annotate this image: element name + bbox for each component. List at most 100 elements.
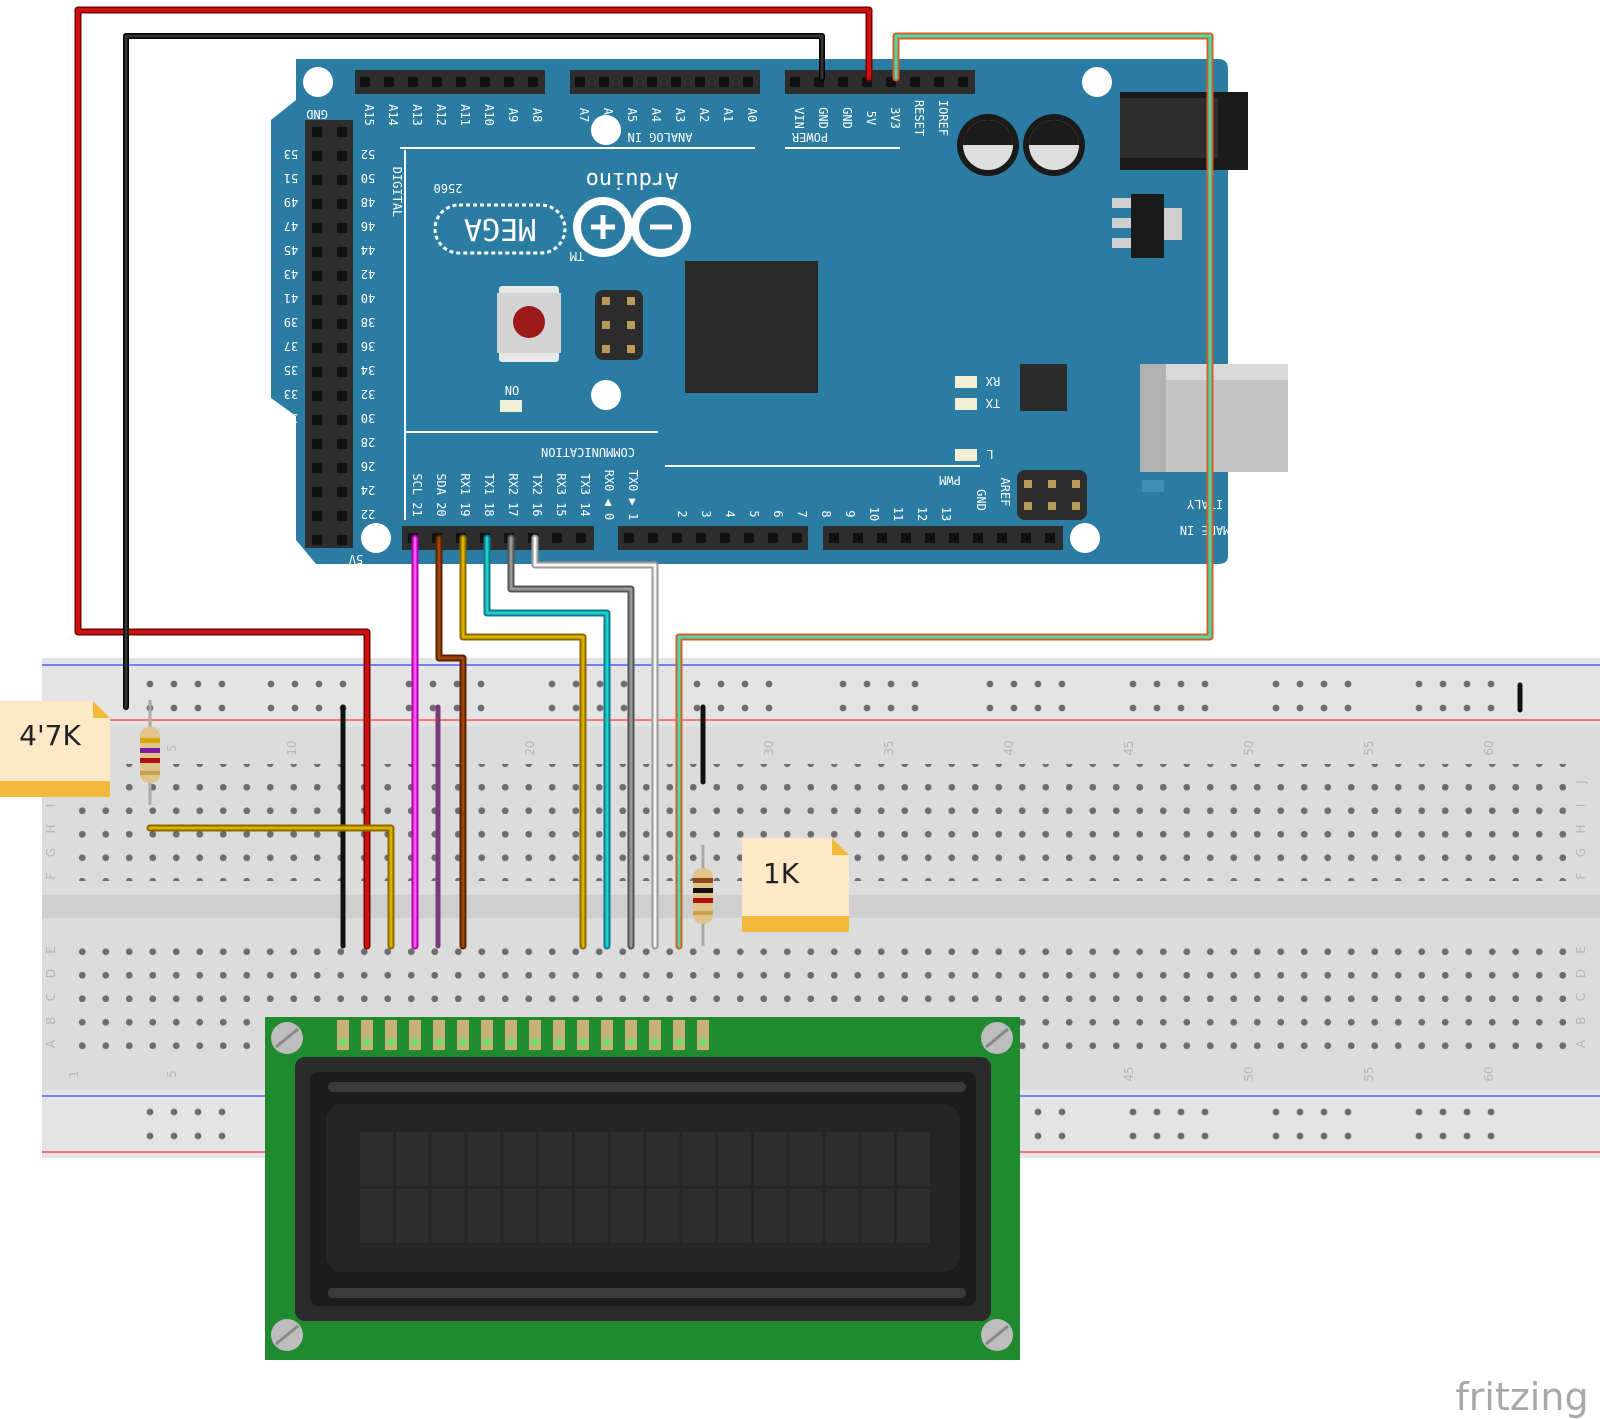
rail-hole xyxy=(717,680,725,688)
header-pin xyxy=(312,199,322,209)
note-4k7: 4'7K xyxy=(0,701,110,797)
pin-label: TX2 16 xyxy=(530,473,544,516)
rail-hole xyxy=(146,680,154,688)
mega-logo-text: MEGA xyxy=(464,211,536,246)
lcd-pin-hole xyxy=(387,1038,395,1046)
header-digital-double xyxy=(305,120,353,548)
rail-hole xyxy=(405,704,413,712)
lcd-cell xyxy=(395,1132,429,1186)
rail-hole xyxy=(1272,680,1280,688)
pin-label: A14 xyxy=(386,104,400,126)
header-power xyxy=(785,70,975,94)
header-pin xyxy=(949,533,959,543)
screw-icon xyxy=(981,1319,1013,1351)
power-label: POWER xyxy=(791,130,828,144)
rail-hole xyxy=(1129,1108,1137,1116)
lcd-pin-hole xyxy=(363,1038,371,1046)
rail-hole xyxy=(693,680,701,688)
pin-label: TX0 ▶ 1 xyxy=(626,470,640,521)
header-pin xyxy=(901,533,911,543)
rail-hole xyxy=(315,704,323,712)
pin-label: 45 xyxy=(284,243,298,257)
rail-hole xyxy=(1320,1108,1328,1116)
header-pin xyxy=(408,77,418,87)
lcd-pin-hole xyxy=(531,1038,539,1046)
rail-hole xyxy=(548,680,556,688)
header-pin xyxy=(997,533,1007,543)
pin-label: 34 xyxy=(361,363,375,377)
rail-hole xyxy=(1010,680,1018,688)
lcd-cell xyxy=(610,1189,644,1243)
rail-hole xyxy=(1177,1132,1185,1140)
header-pin xyxy=(696,533,706,543)
lcd-pins xyxy=(337,1020,709,1050)
wire-3v3-core xyxy=(677,34,1212,948)
rail-hole xyxy=(596,680,604,688)
header-pin xyxy=(647,77,657,87)
header-pin xyxy=(312,319,322,329)
rail-hole xyxy=(911,680,919,688)
lcd-cell xyxy=(682,1132,716,1186)
rail-hole xyxy=(887,704,895,712)
header-pin xyxy=(337,319,347,329)
rail-hole xyxy=(1177,704,1185,712)
header-pin xyxy=(312,535,322,545)
rail-hole xyxy=(572,704,580,712)
rail-hole xyxy=(1058,680,1066,688)
rail-hole xyxy=(693,704,701,712)
row-label: D xyxy=(44,969,58,978)
svg-text:RX: RX xyxy=(985,374,1000,388)
row-label: I xyxy=(44,804,58,808)
pin-label: A2 xyxy=(697,108,711,122)
pin-label: IOREF xyxy=(936,100,950,136)
mounting-hole xyxy=(303,67,1112,553)
rail-hole xyxy=(1153,680,1161,688)
rail-hole xyxy=(1153,1132,1161,1140)
rail-hole xyxy=(1439,704,1447,712)
header-pin xyxy=(337,247,347,257)
lcd-cell xyxy=(861,1189,895,1243)
svg-text:ON: ON xyxy=(505,383,519,397)
wire-brown-sda-core xyxy=(437,536,465,948)
lcd-cell xyxy=(360,1132,393,1186)
rail-hole xyxy=(1153,704,1161,712)
rail-hole xyxy=(291,680,299,688)
reset-button[interactable] xyxy=(497,286,561,362)
rail-hole xyxy=(1034,704,1042,712)
pin-label: 5 xyxy=(747,510,761,517)
pin-label: A7 xyxy=(577,108,591,122)
row-label: H xyxy=(1574,824,1588,833)
header-pin xyxy=(695,77,705,87)
lcd-pin-hole xyxy=(579,1038,587,1046)
pin-label: 12 xyxy=(915,507,929,521)
pin-label: 35 xyxy=(284,363,298,377)
pin-label: 4 xyxy=(723,510,737,517)
header-pin xyxy=(337,271,347,281)
rail-hole xyxy=(218,1108,226,1116)
rail-hole xyxy=(1487,704,1495,712)
header-analog-a15-a8 xyxy=(355,70,545,94)
rail-hole xyxy=(863,680,871,688)
pin-label: SCL 21 xyxy=(410,473,424,516)
header-pin xyxy=(814,77,824,87)
pin-label: 31 xyxy=(284,411,298,425)
rail-hole xyxy=(170,704,178,712)
pin-label: TX1 18 xyxy=(482,473,496,516)
rail-hole xyxy=(194,1108,202,1116)
row-label: B xyxy=(1574,1016,1588,1024)
lcd-pin-hole xyxy=(435,1038,443,1046)
wire-red-5v-core xyxy=(76,8,871,948)
resistor-label-4k7: 4'7K xyxy=(19,719,81,752)
lcd-cell xyxy=(789,1189,823,1243)
header-pin xyxy=(1045,533,1055,543)
header-pin xyxy=(337,415,347,425)
header-pins xyxy=(312,77,1055,545)
header-pin xyxy=(528,77,538,87)
rail-hole xyxy=(1439,1108,1447,1116)
header-pin xyxy=(337,343,347,353)
lcd-16x2-display xyxy=(265,1017,1020,1360)
